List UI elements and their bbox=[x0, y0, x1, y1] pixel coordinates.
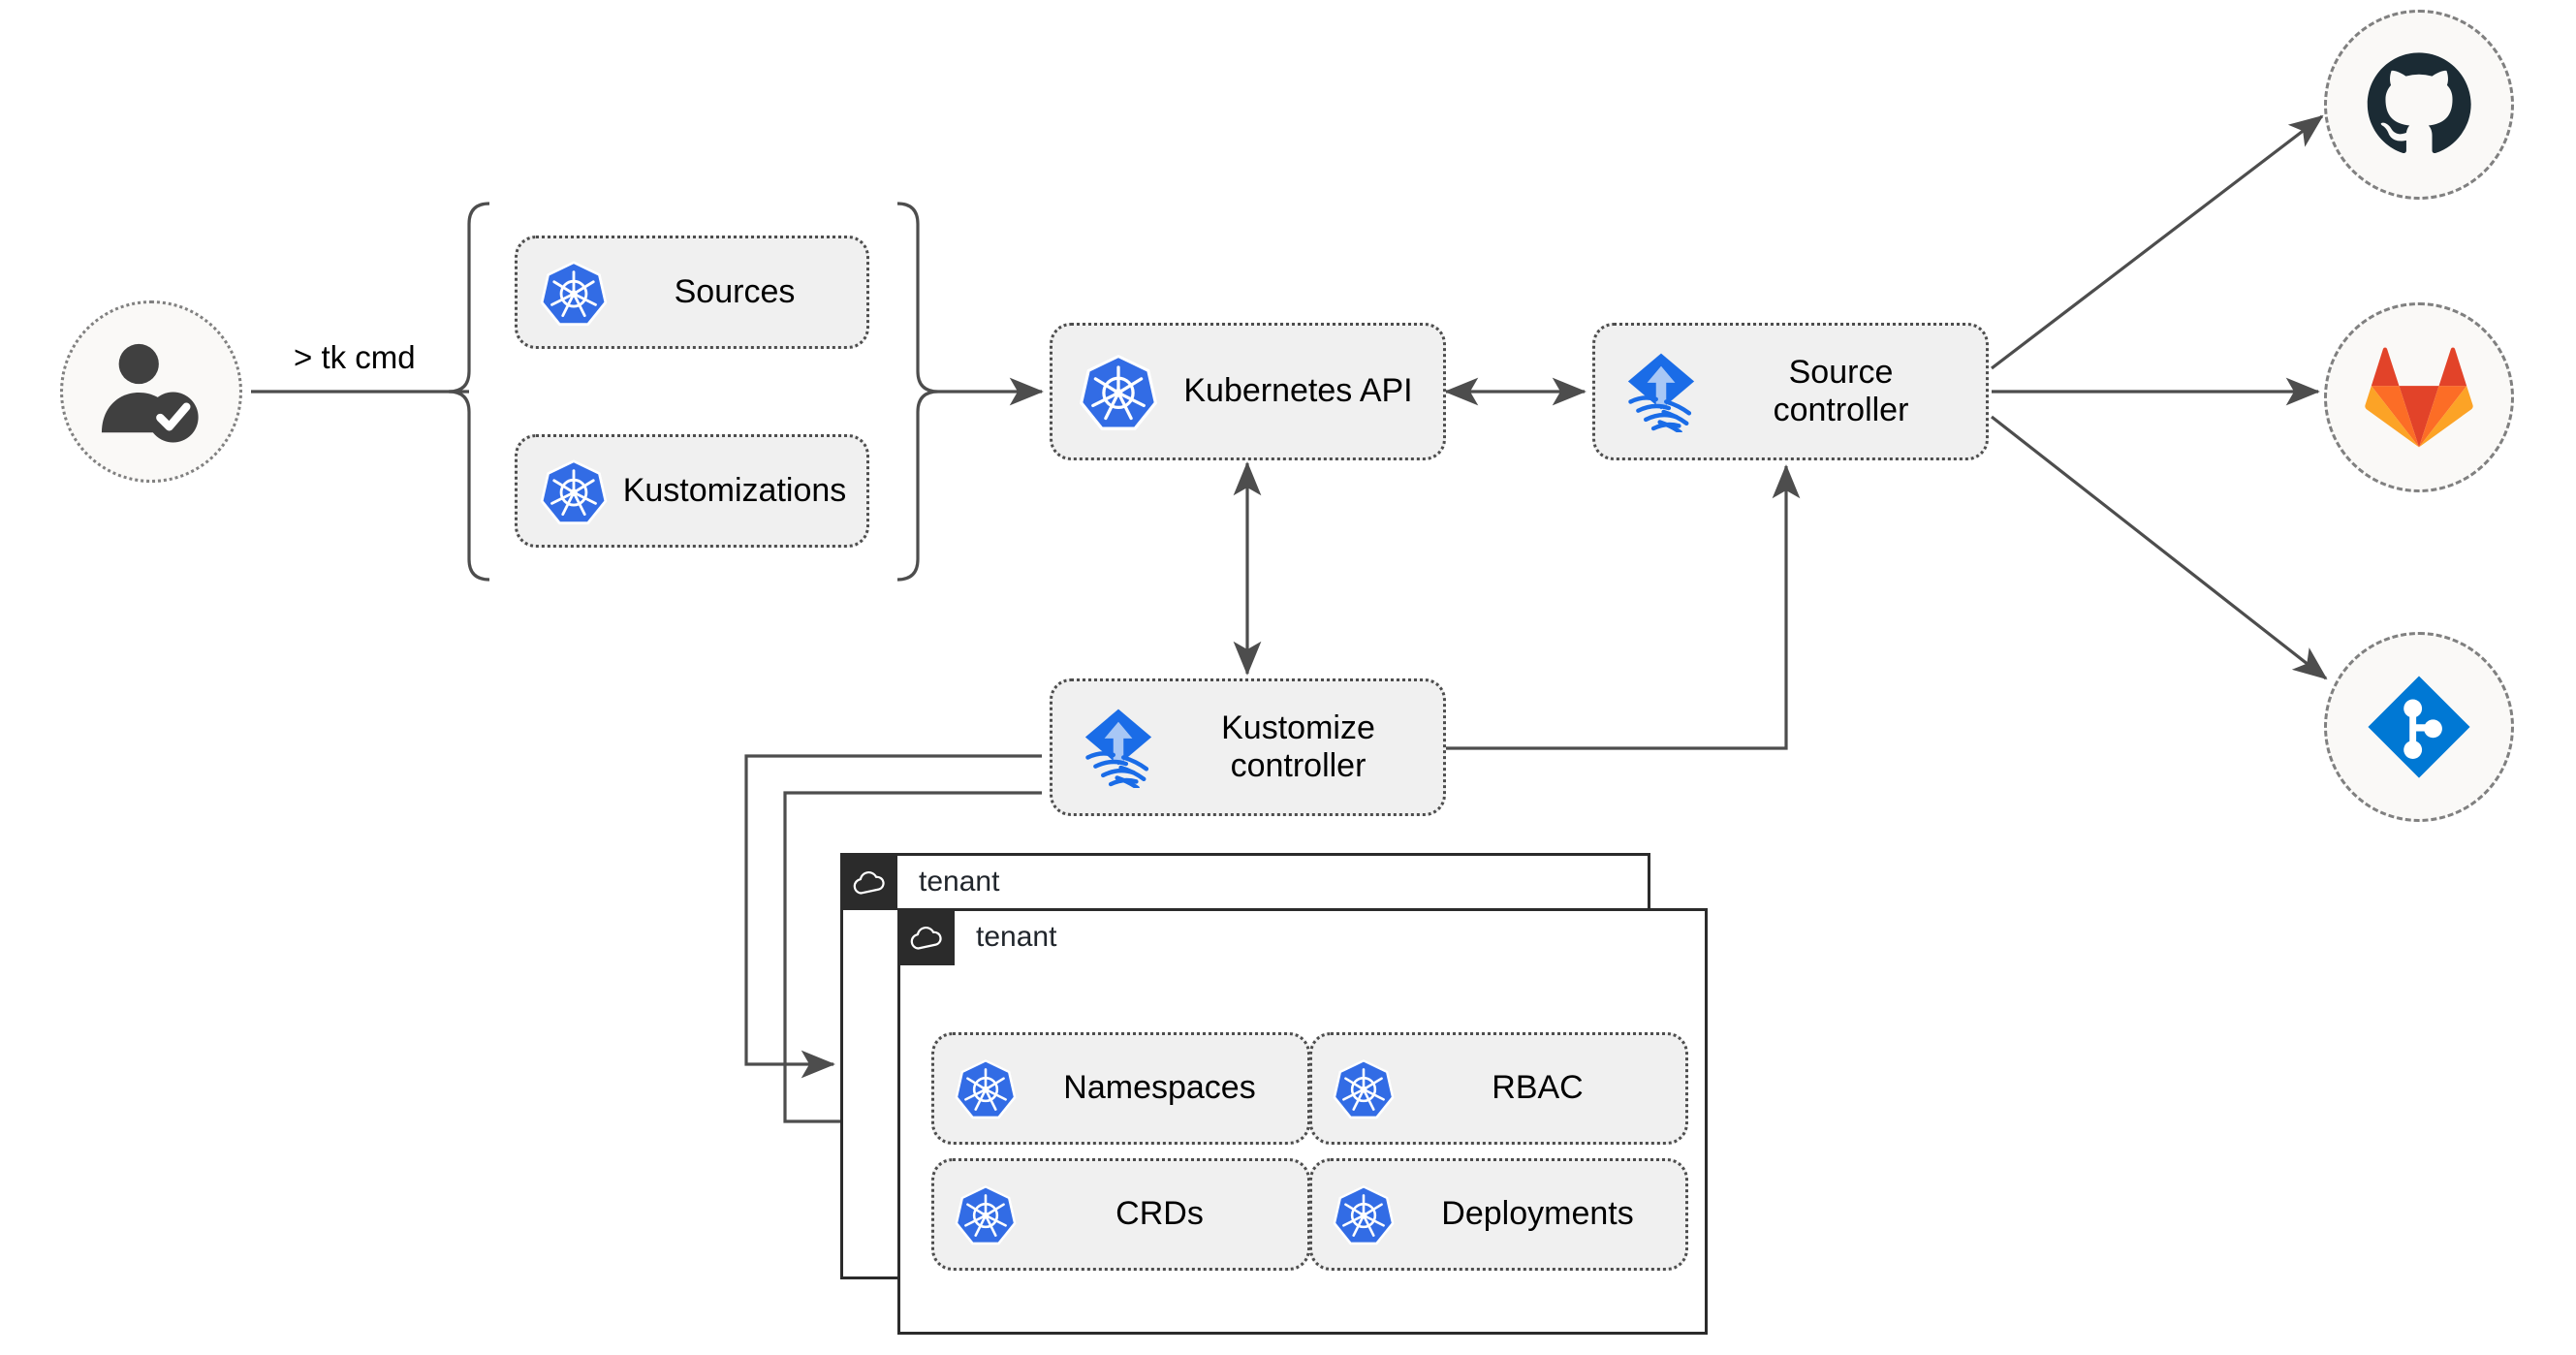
azure-devops-repos-icon bbox=[2368, 676, 2470, 778]
card-crds[interactable]: CRDs bbox=[931, 1158, 1310, 1271]
edge-kustomize-to-tenant-1 bbox=[744, 754, 1042, 1079]
brace-left bbox=[448, 202, 490, 582]
provider-azure-devops[interactable] bbox=[2324, 632, 2514, 822]
user-verified-icon bbox=[101, 343, 199, 443]
card-rbac[interactable]: RBAC bbox=[1309, 1032, 1688, 1145]
card-label: Sources bbox=[674, 272, 796, 310]
user-actor[interactable] bbox=[60, 300, 242, 483]
card-deployments[interactable]: Deployments bbox=[1309, 1158, 1688, 1271]
tenant-window-2[interactable]: tenant Namespaces bbox=[897, 908, 1708, 1335]
card-label: Namespaces bbox=[1063, 1069, 1256, 1107]
tenant-title-bar: tenant bbox=[840, 853, 999, 910]
command-label: > tk cmd bbox=[294, 339, 416, 375]
edge-kustomize-to-source bbox=[1446, 464, 1801, 750]
card-label: Kustomizations bbox=[622, 471, 847, 509]
kubernetes-icon bbox=[955, 1185, 1017, 1245]
card-label: CRDs bbox=[1115, 1195, 1204, 1233]
node-kustomize-controller[interactable]: Kustomize controller bbox=[1050, 678, 1446, 816]
tenant-name: tenant bbox=[976, 920, 1057, 953]
kubernetes-icon bbox=[540, 458, 608, 524]
card-sources[interactable]: Sources bbox=[515, 236, 869, 349]
kubernetes-icon bbox=[1333, 1185, 1395, 1245]
node-source-controller[interactable]: Source controller bbox=[1592, 323, 1989, 460]
cloud-icon bbox=[897, 908, 955, 965]
kubernetes-icon bbox=[1333, 1059, 1395, 1119]
tenant-name: tenant bbox=[919, 865, 1000, 898]
brace-right bbox=[896, 202, 939, 582]
kubernetes-icon bbox=[955, 1059, 1017, 1119]
card-label: RBAC bbox=[1492, 1069, 1584, 1107]
card-namespaces[interactable]: Namespaces bbox=[931, 1032, 1310, 1145]
gitlab-icon bbox=[2365, 347, 2473, 448]
card-kustomizations[interactable]: Kustomizations bbox=[515, 434, 869, 548]
kubernetes-icon bbox=[540, 260, 608, 326]
flux-icon bbox=[1084, 709, 1152, 788]
node-label: Kustomize controller bbox=[1221, 709, 1375, 784]
cloud-icon bbox=[840, 853, 897, 910]
tenant-title-bar: tenant bbox=[897, 908, 1056, 965]
github-icon bbox=[2367, 52, 2471, 154]
flux-icon bbox=[1627, 353, 1695, 432]
node-label: Kubernetes API bbox=[1183, 372, 1413, 410]
provider-gitlab[interactable] bbox=[2324, 302, 2514, 492]
edge-kustomize-to-tenant-2 bbox=[783, 791, 1042, 1136]
card-label: Deployments bbox=[1441, 1195, 1634, 1233]
provider-github[interactable] bbox=[2324, 10, 2514, 200]
node-kubernetes-api[interactable]: Kubernetes API bbox=[1050, 323, 1446, 460]
edge-source-to-github bbox=[1991, 114, 2324, 370]
edge-source-to-azure bbox=[1991, 415, 2328, 680]
kubernetes-icon bbox=[1079, 354, 1158, 430]
node-label: Source controller bbox=[1773, 353, 1909, 428]
